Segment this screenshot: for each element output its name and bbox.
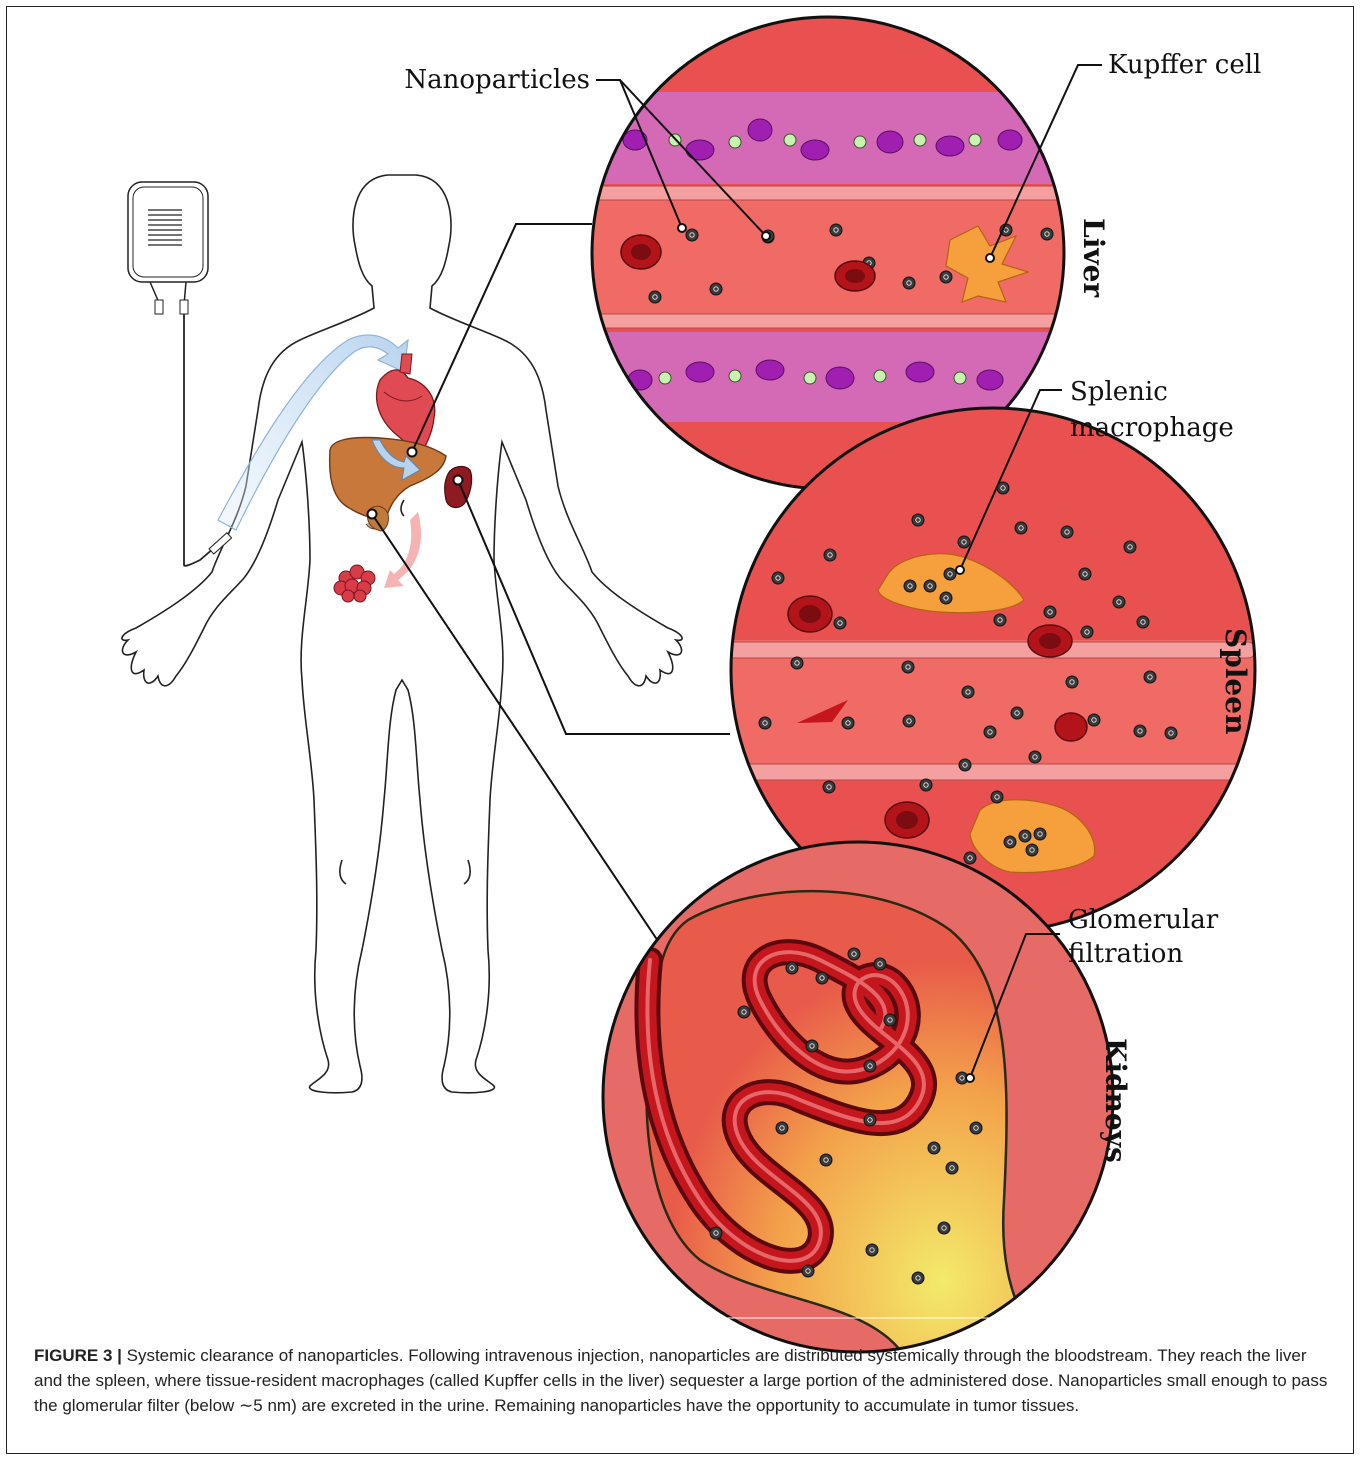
figure-number: FIGURE 3 |: [34, 1346, 122, 1365]
nanoparticle: [759, 717, 771, 729]
nanoparticle: [1165, 727, 1177, 739]
glomerular-label: Glomerular: [1068, 905, 1219, 935]
nanoparticles-label: Nanoparticles: [404, 65, 590, 95]
iv-bag: [128, 182, 214, 566]
nanoparticle: [686, 229, 698, 241]
nanoparticle: [1079, 568, 1091, 580]
nanoparticle: [902, 661, 914, 673]
nanoparticle: [802, 1265, 814, 1277]
nanoparticle: [920, 779, 932, 791]
nanoparticle: [1113, 596, 1125, 608]
nanoparticle: [1011, 707, 1023, 719]
nanoparticle: [842, 717, 854, 729]
nanoparticle: [830, 224, 842, 236]
nanoparticle: [912, 1272, 924, 1284]
nanoparticle: [791, 657, 803, 669]
nanoparticle: [834, 617, 846, 629]
nanoparticle: [710, 283, 722, 295]
nanoparticle: [958, 536, 970, 548]
nanoparticle: [940, 271, 952, 283]
nanoparticle: [924, 580, 936, 592]
spleen-label: Spleen: [1219, 628, 1252, 734]
nanoparticle: [912, 514, 924, 526]
figure-caption: FIGURE 3 | Systemic clearance of nanopar…: [34, 1343, 1334, 1418]
nanoparticle: [940, 592, 952, 604]
macrophage-label: macrophage: [1070, 413, 1234, 443]
nanoparticle: [848, 948, 860, 960]
nanoparticle: [984, 726, 996, 738]
nanoparticle: [1026, 844, 1038, 856]
nanoparticle: [946, 1162, 958, 1174]
nanoparticle: [1144, 671, 1156, 683]
nanoparticle: [1124, 541, 1136, 553]
nanoparticle: [710, 1227, 722, 1239]
nanoparticle: [1015, 522, 1027, 534]
nanoparticle: [1066, 676, 1078, 688]
splenic-label: Splenic: [1070, 377, 1168, 407]
nanoparticle: [786, 962, 798, 974]
nanoparticle: [1081, 626, 1093, 638]
nanoparticle: [1034, 828, 1046, 840]
nanoparticle: [1061, 526, 1073, 538]
nanoparticle: [1041, 228, 1053, 240]
nanoparticle: [1088, 714, 1100, 726]
nanoparticle: [649, 291, 661, 303]
nanoparticle: [1019, 830, 1031, 842]
nanoparticle: [904, 580, 916, 592]
nanoparticle: [903, 277, 915, 289]
nanoparticle: [944, 568, 956, 580]
nanoparticle: [772, 572, 784, 584]
nanoparticle: [1137, 616, 1149, 628]
nanoparticle: [964, 852, 976, 864]
liver-label: Liver: [1077, 218, 1110, 298]
nanoparticle: [991, 791, 1003, 803]
nanoparticle: [738, 1006, 750, 1018]
nanoparticle: [864, 1060, 876, 1072]
nanoparticle: [903, 715, 915, 727]
nanoparticle: [884, 1014, 896, 1026]
filtration-label: filtration: [1068, 939, 1183, 969]
nanoparticle: [820, 1154, 832, 1166]
nanoparticle: [928, 1142, 940, 1154]
nanoparticle: [816, 972, 828, 984]
nanoparticle: [938, 1222, 950, 1234]
human-body: [122, 175, 682, 1093]
kidneys-label: Kidneys: [1099, 1038, 1132, 1163]
nanoparticle: [1004, 836, 1016, 848]
nanoparticle: [994, 614, 1006, 626]
kupffer-cell-label: Kupffer cell: [1108, 50, 1261, 80]
nanoparticle: [1044, 606, 1056, 618]
nanoparticle: [1029, 751, 1041, 763]
nanoparticle: [959, 759, 971, 771]
nanoparticle: [962, 686, 974, 698]
nanoparticle: [824, 549, 836, 561]
nanoparticle: [866, 1244, 878, 1256]
nanoparticle: [1134, 725, 1146, 737]
nanoparticle: [823, 781, 835, 793]
nanoparticle: [970, 1122, 982, 1134]
caption-text: Systemic clearance of nanoparticles. Fol…: [34, 1346, 1327, 1415]
nanoparticle: [864, 1114, 876, 1126]
nanoparticle: [776, 1122, 788, 1134]
nanoparticle: [874, 958, 886, 970]
nanoparticle: [806, 1040, 818, 1052]
